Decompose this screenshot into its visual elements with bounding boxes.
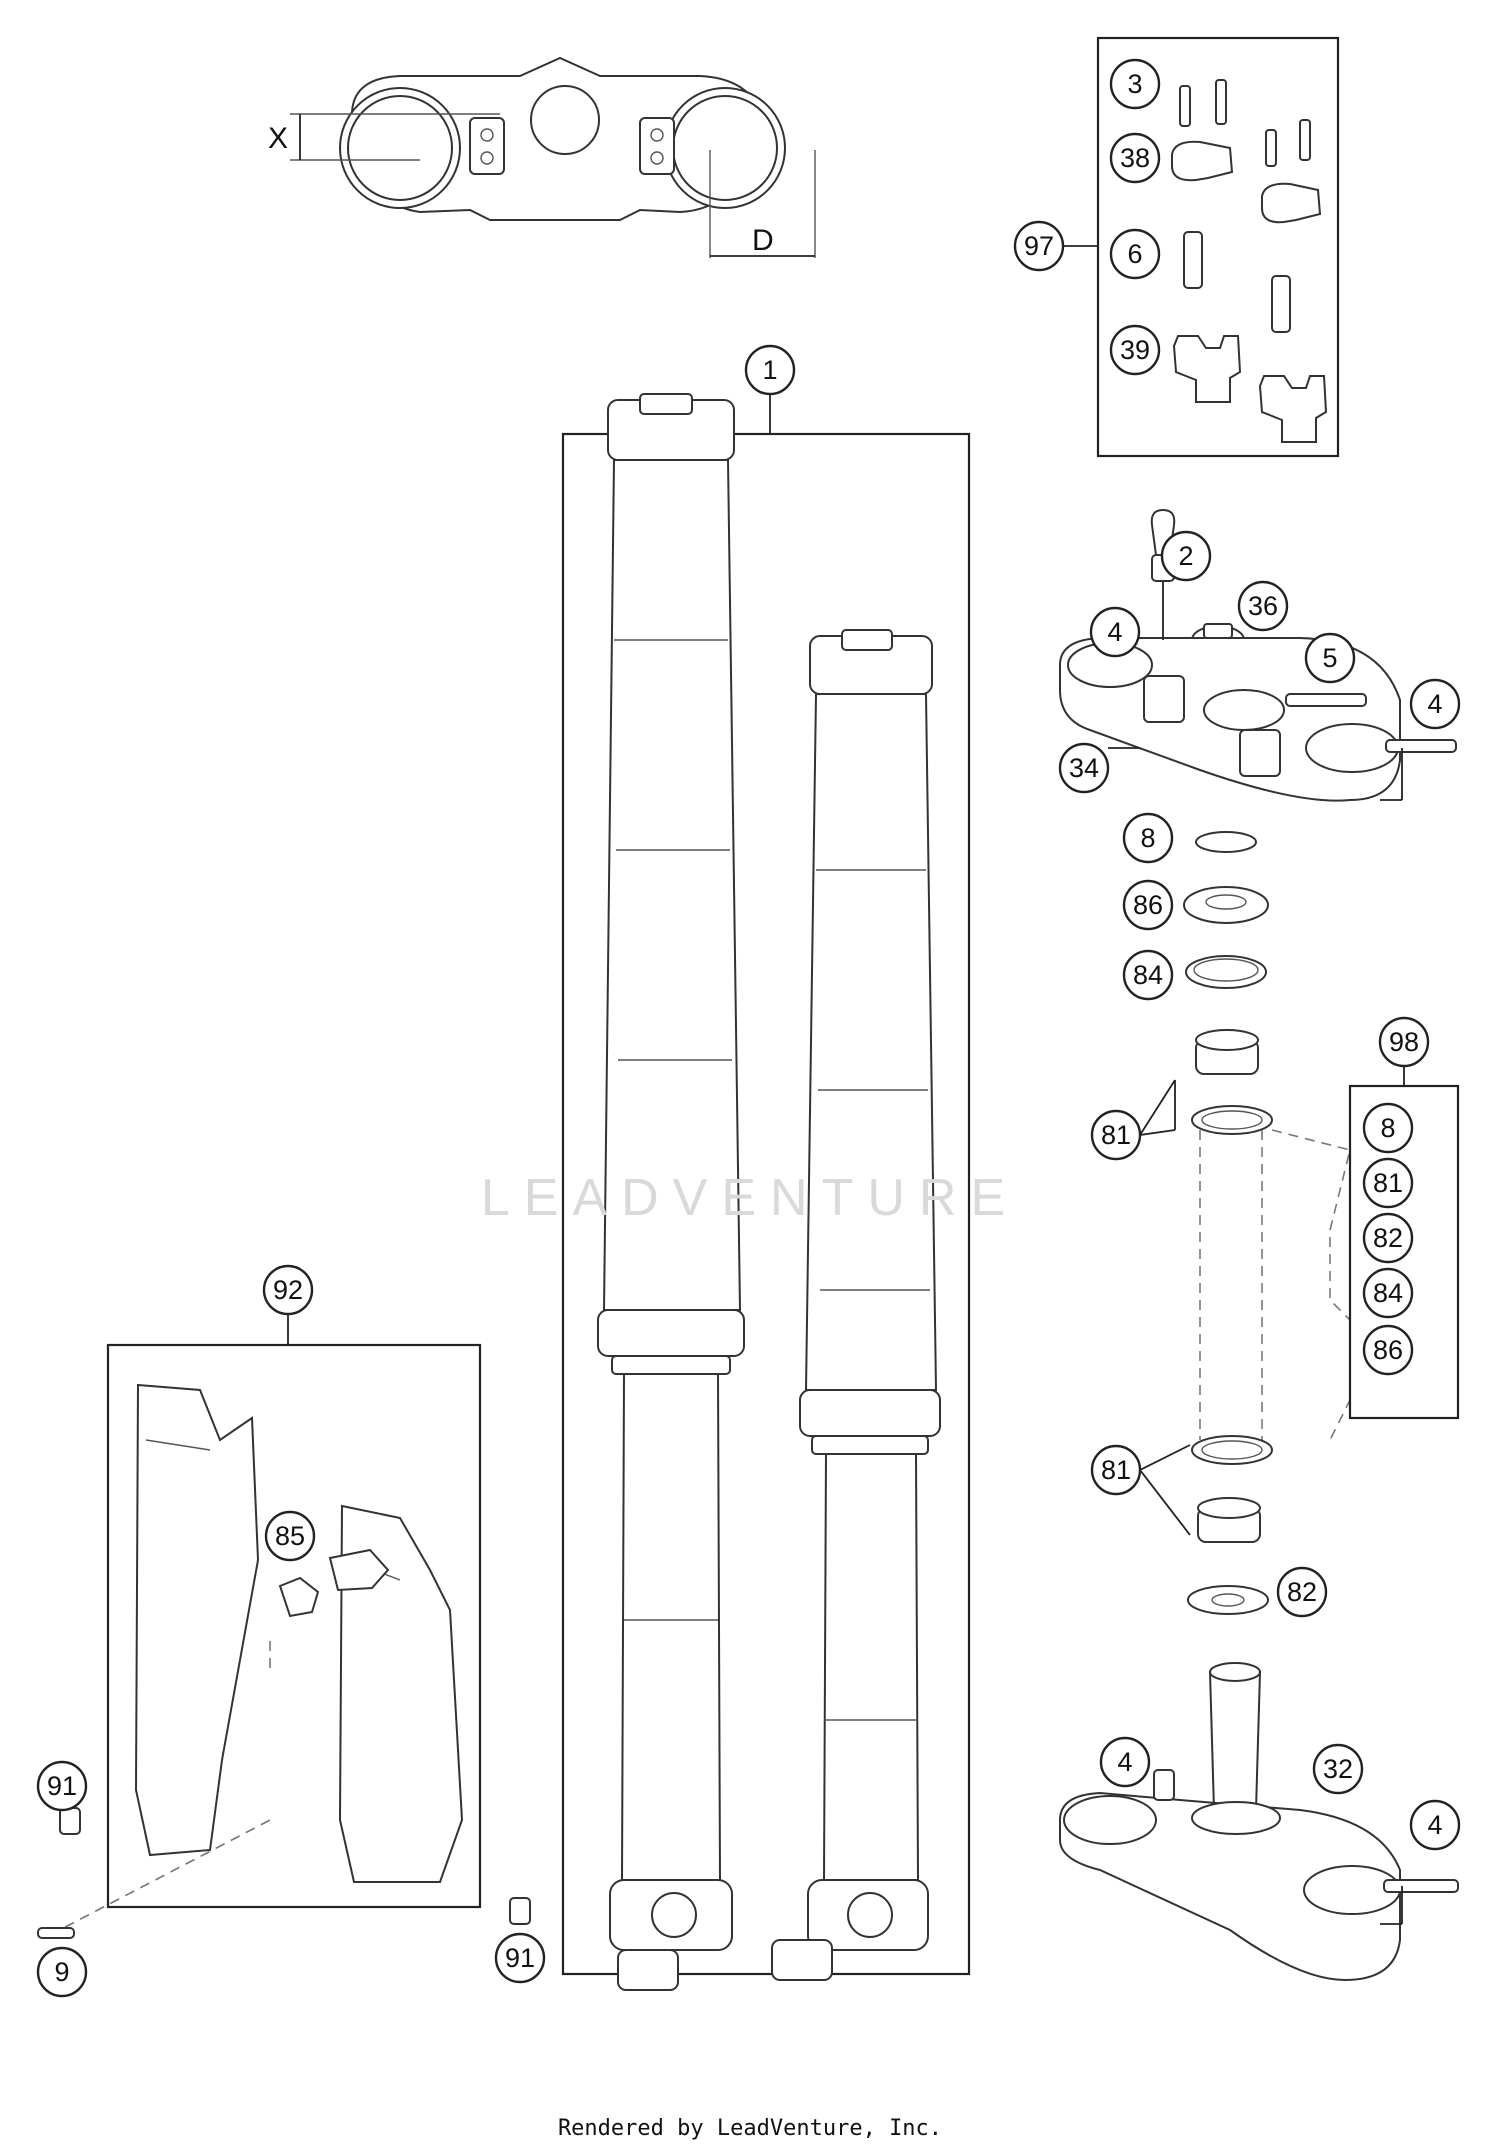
callout-86[interactable]: 86: [1122, 879, 1174, 931]
callout-4-lower-right[interactable]: 4: [1409, 1799, 1461, 1851]
callout-6[interactable]: 6: [1109, 228, 1161, 280]
callout-1[interactable]: 1: [744, 344, 796, 396]
callout-98-item-8[interactable]: 8: [1362, 1102, 1414, 1154]
callout-8-label: 8: [1140, 823, 1155, 853]
callout-91-right[interactable]: 91: [494, 1932, 546, 1984]
callout-4-upper-right-label: 4: [1427, 689, 1442, 719]
callout-98-item-86[interactable]: 86: [1362, 1324, 1414, 1376]
callout-86-label: 86: [1133, 890, 1163, 920]
callout-98-item-82[interactable]: 82: [1362, 1212, 1414, 1264]
callout-91-right-label: 91: [505, 1943, 535, 1973]
callout-36-label: 36: [1248, 591, 1278, 621]
callout-82-label: 82: [1287, 1577, 1317, 1607]
callout-98-item-82-label: 82: [1373, 1223, 1403, 1253]
callout-98-item-8-label: 8: [1380, 1113, 1395, 1143]
callout-84-label: 84: [1133, 960, 1163, 990]
fork-guards: [37, 1383, 531, 1939]
callout-4-lower-left[interactable]: 4: [1099, 1736, 1151, 1788]
callout-84[interactable]: 84: [1122, 949, 1174, 1001]
bearing-stack-lower: [1187, 1435, 1273, 1615]
left-fork-leg: [597, 393, 745, 1991]
callout-81-upper-label: 81: [1101, 1120, 1131, 1150]
callout-91-left[interactable]: 91: [36, 1760, 88, 1812]
callout-32[interactable]: 32: [1312, 1743, 1364, 1795]
callout-8[interactable]: 8: [1122, 812, 1174, 864]
callout-1-label: 1: [762, 355, 777, 385]
callout-81-lower[interactable]: 81: [1090, 1444, 1142, 1496]
callout-98-item-81-label: 81: [1373, 1168, 1403, 1198]
callout-2[interactable]: 2: [1160, 530, 1212, 582]
bearing-stack-upper: [1183, 831, 1273, 1135]
callout-92[interactable]: 92: [262, 1264, 314, 1316]
callout-3-label: 3: [1127, 69, 1142, 99]
callout-85[interactable]: 85: [264, 1510, 316, 1562]
triple-clamp-dimension-drawing: X D: [268, 56, 816, 258]
callout-98[interactable]: 98: [1378, 1016, 1430, 1068]
callout-98-label: 98: [1389, 1027, 1419, 1057]
callout-34-label: 34: [1069, 753, 1099, 783]
lower-triple-clamp-with-stem: [1059, 1662, 1459, 1982]
callout-97[interactable]: 97: [1013, 220, 1065, 272]
callout-5[interactable]: 5: [1304, 632, 1356, 684]
callout-97-label: 97: [1024, 231, 1054, 261]
kit-97-parts: [1171, 79, 1328, 443]
callout-34[interactable]: 34: [1058, 742, 1110, 794]
callout-4-upper-left[interactable]: 4: [1089, 606, 1141, 658]
callout-39[interactable]: 39: [1109, 324, 1161, 376]
callout-81-lower-label: 81: [1101, 1455, 1131, 1485]
render-credit: Rendered by LeadVenture, Inc.: [557, 2116, 943, 2141]
callout-38-label: 38: [1120, 143, 1150, 173]
callout-92-label: 92: [273, 1275, 303, 1305]
callout-98-item-84-label: 84: [1373, 1278, 1403, 1308]
callout-82[interactable]: 82: [1276, 1566, 1328, 1618]
callout-98-item-81[interactable]: 81: [1362, 1157, 1414, 1209]
callout-2-label: 2: [1178, 541, 1193, 571]
callout-36[interactable]: 36: [1237, 580, 1289, 632]
steering-head-outline: [1199, 1129, 1351, 1441]
callout-98-item-86-label: 86: [1373, 1335, 1403, 1365]
callout-85-label: 85: [275, 1521, 305, 1551]
callout-32-label: 32: [1323, 1754, 1353, 1784]
callout-98-item-84[interactable]: 84: [1362, 1267, 1414, 1319]
callout-9-label: 9: [54, 1957, 69, 1987]
watermark-text: LEADVENTURE: [481, 1169, 1019, 1227]
callout-9[interactable]: 9: [36, 1946, 88, 1998]
right-fork-leg: [771, 629, 941, 1981]
dimension-x-label: X: [268, 122, 288, 155]
fork-guards-frame: [106, 1343, 482, 1909]
callout-81-upper[interactable]: 81: [1090, 1109, 1142, 1161]
callout-4-lower-left-label: 4: [1117, 1747, 1132, 1777]
callout-4-upper-right[interactable]: 4: [1409, 678, 1461, 730]
callout-4-lower-right-label: 4: [1427, 1810, 1442, 1840]
dimension-d-label: D: [752, 224, 774, 257]
fork-assembly-frame: [561, 432, 971, 1976]
callout-38[interactable]: 38: [1109, 132, 1161, 184]
callout-5-label: 5: [1322, 643, 1337, 673]
callout-91-left-label: 91: [47, 1771, 77, 1801]
callout-3[interactable]: 3: [1109, 58, 1161, 110]
callout-6-label: 6: [1127, 239, 1142, 269]
callout-4-upper-left-label: 4: [1107, 617, 1122, 647]
callout-39-label: 39: [1120, 335, 1150, 365]
